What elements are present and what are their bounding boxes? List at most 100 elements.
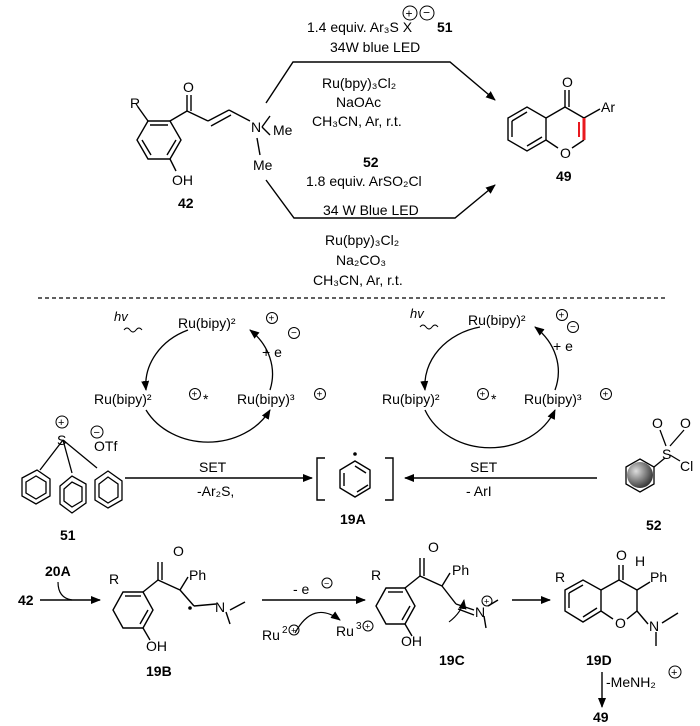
reagent-2-text: 1.8 equiv. ArSO₂Cl [306, 173, 422, 189]
svg-text:−: − [570, 322, 576, 333]
sm-N-label: N [251, 119, 261, 135]
intermediate-19D [564, 565, 679, 646]
sm-carbonyl-O: O [183, 79, 194, 95]
product-49 [507, 90, 601, 152]
solvent-2-text: CH₃CN, Ar, r.t. [313, 272, 403, 288]
light-wave-icon-right [419, 324, 439, 330]
sm-Me1-label: Me [273, 122, 293, 138]
reagent-1-text: 1.4 equiv. Ar₃S X [307, 19, 413, 35]
sm-R-label: R [130, 95, 140, 111]
svg-text:−: − [94, 427, 100, 439]
radical-source-label: 20A [45, 563, 71, 579]
catalyst-1-text: Ru(bpy)₃Cl₂ [322, 75, 396, 91]
svg-text:+: + [365, 622, 370, 632]
int3-O-ketone: O [616, 547, 627, 563]
int3-N: N [649, 618, 659, 634]
left-byproduct: -Ar₂S, [197, 483, 234, 499]
left-cycle: hv Ru(bipy)² + + e − Ru(bipy)² + * Ru(bi… [94, 309, 326, 443]
svg-text:+: + [559, 311, 565, 322]
sm-number: 42 [178, 195, 194, 211]
redox-curved-arrow [294, 611, 341, 634]
int2-Ph: Ph [452, 562, 469, 578]
svg-text:−: − [423, 6, 430, 20]
right-cycle: hv Ru(bipy)² + + e − Ru(bipy)² + * Ru(bi… [382, 306, 612, 449]
product-number: 49 [556, 168, 572, 184]
svg-text:+: + [406, 7, 413, 21]
int1-label: 19B [146, 663, 172, 679]
anion-charge-icon [419, 5, 435, 21]
int2-OH: OH [401, 633, 422, 649]
catalyst-2-text: Ru(bpy)₃Cl₂ [325, 232, 399, 248]
ru-oxidized-left: Ru(bipy)³ [237, 391, 295, 407]
int1-R: R [109, 571, 119, 587]
star-right: * [491, 391, 497, 407]
int3-Ph: Ph [650, 569, 667, 585]
reagent-block-1: 1.4 equiv. Ar₃S X + − 51 34W blue LED Ru… [306, 5, 453, 288]
ru-excited-left: Ru(bipy)² [94, 391, 152, 407]
base-1-text: NaOAc [336, 94, 381, 110]
svg-text:−: − [324, 579, 329, 589]
svg-text:+: + [603, 390, 609, 401]
int1-O: O [173, 543, 184, 559]
salt-OTf: OTf [94, 438, 117, 454]
int1-OH: OH [146, 638, 167, 654]
aryl-sphere-icon [627, 462, 653, 488]
solvent-1-text: CH₃CN, Ar, r.t. [312, 113, 402, 129]
int2-label: 19C [439, 652, 465, 668]
prod-Ar: Ar [601, 99, 615, 115]
ru-top-left: Ru(bipy)² [178, 315, 236, 331]
right-byproduct: - ArI [466, 483, 492, 499]
radical-dot [353, 452, 357, 456]
int2-R: R [371, 567, 381, 583]
svg-text:+: + [192, 390, 198, 401]
prod-ring-O: O [560, 145, 571, 161]
int1-Ph: Ph [189, 567, 206, 583]
ru3-sup: 3 [356, 621, 362, 632]
ru3-label: Ru [336, 623, 354, 639]
sm-Me2-label: Me [253, 157, 273, 173]
lower-reaction-arrow [265, 179, 496, 219]
svg-text:+: + [480, 390, 486, 401]
right-set-label: SET [470, 459, 498, 475]
svg-text:+: + [269, 314, 275, 325]
int3-label: 19D [586, 652, 612, 668]
ru2-sup: 2 [282, 625, 288, 636]
ox-step: - e [293, 581, 310, 597]
sulfonyl-chloride-52 [625, 429, 685, 493]
ru2-label: Ru [262, 627, 280, 643]
electron-left: + e [262, 344, 282, 360]
sulfonyl-O2: O [680, 415, 691, 431]
hv-right: hv [410, 306, 425, 321]
final-label: 49 [593, 709, 609, 725]
int3-O-ring: O [615, 615, 626, 631]
int2-N: N [475, 604, 485, 620]
left-set-label: SET [199, 459, 227, 475]
electron-right: + e [553, 338, 573, 354]
sulfonyl-S: S [662, 446, 671, 462]
int3-H: H [635, 553, 645, 569]
svg-text:+: + [484, 597, 489, 607]
intermediate-19B [112, 562, 246, 641]
salt-label: 51 [60, 527, 76, 543]
prod-ketone-O: O [562, 74, 573, 90]
int2-O: O [428, 539, 439, 555]
svg-text:−: − [291, 328, 297, 339]
radical-label: 19A [340, 511, 366, 527]
start-label: 42 [18, 592, 34, 608]
light-2-text: 34 W Blue LED [323, 202, 419, 218]
salt-S: S [57, 432, 66, 448]
svg-text:+: + [317, 390, 323, 401]
star-left: * [203, 391, 209, 407]
svg-text:+: + [671, 667, 677, 679]
triarylsulfonium-51 [21, 439, 123, 514]
light-wave-icon-left [123, 327, 143, 333]
starting-material-42 [136, 95, 271, 172]
svg-text:+: + [58, 417, 64, 429]
svg-text:+: + [291, 626, 296, 636]
ru-top-right: Ru(bipy)² [468, 312, 526, 328]
base-2-text: Na₂CO₃ [336, 252, 386, 268]
intermediate-19C [375, 558, 499, 637]
int1-N: N [215, 599, 225, 615]
reagent-1-number: 51 [437, 19, 453, 35]
